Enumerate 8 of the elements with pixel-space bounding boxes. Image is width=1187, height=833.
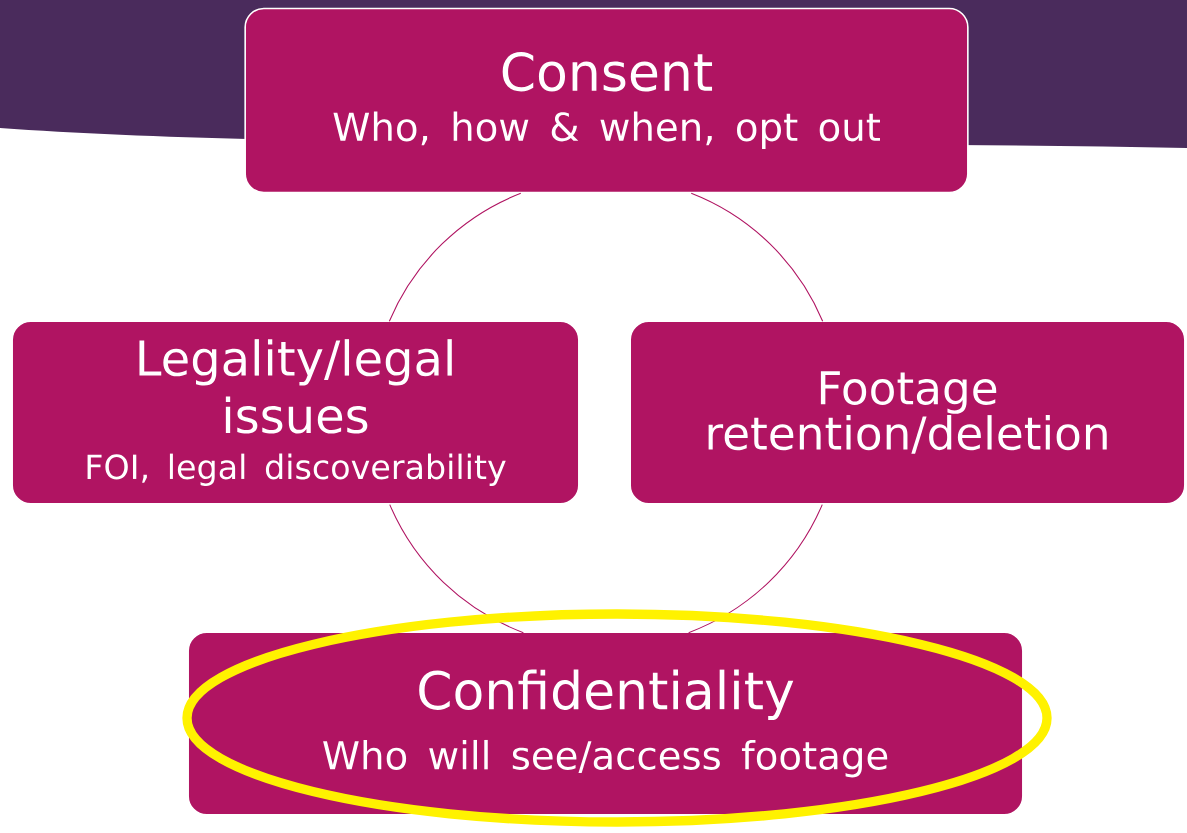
topic-box: Footage retention/deletion xyxy=(629,320,1186,505)
connector-arc xyxy=(690,192,824,322)
connector-arc xyxy=(688,504,823,634)
connector-arc xyxy=(388,192,522,322)
connector-arc xyxy=(389,504,524,634)
topic-box: Legality/legal issues FOI, legal discoverability xyxy=(11,320,580,505)
topic-box: Confidentiality Who will see/access footage xyxy=(187,631,1024,816)
topic-box: Consent Who, how & when, opt out xyxy=(244,7,969,194)
